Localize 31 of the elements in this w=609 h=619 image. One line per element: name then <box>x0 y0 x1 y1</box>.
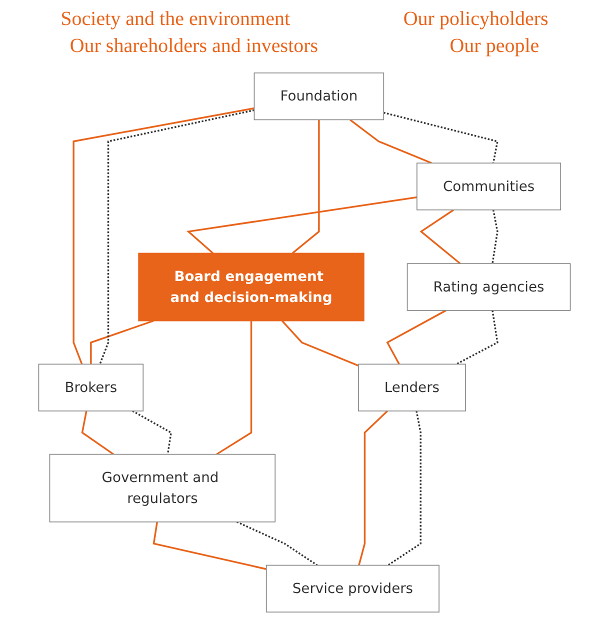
connector <box>383 112 498 164</box>
connector <box>216 320 252 456</box>
connector <box>99 109 254 364</box>
connector <box>90 320 154 364</box>
connector <box>292 120 320 254</box>
connector <box>81 410 114 456</box>
connector <box>349 119 432 164</box>
node-box: Brokers <box>38 364 144 412</box>
connector <box>358 410 388 566</box>
node-box: Board engagement and decision-making <box>138 252 364 322</box>
node-box: Communities <box>416 162 562 210</box>
connector <box>152 522 267 570</box>
connector <box>492 210 498 264</box>
node-box: Lenders <box>358 364 466 412</box>
node-box: Service providers <box>266 564 440 612</box>
quadrant-label: Our policyholders <box>403 8 548 31</box>
node-box: Foundation <box>254 72 384 120</box>
connector <box>186 196 418 254</box>
quadrant-label: Our people <box>450 35 540 58</box>
connector <box>456 310 498 365</box>
node-box: Rating agencies <box>406 263 571 311</box>
quadrant-label: Society and the environment <box>60 8 290 31</box>
connector <box>386 310 446 365</box>
connector <box>420 209 461 264</box>
connector <box>388 410 422 566</box>
connector <box>236 521 318 566</box>
connector <box>281 320 359 366</box>
node-box: Government and regulators <box>49 454 276 522</box>
connector <box>72 107 254 364</box>
connector <box>132 410 172 454</box>
quadrant-label: Our shareholders and investors <box>70 35 318 58</box>
